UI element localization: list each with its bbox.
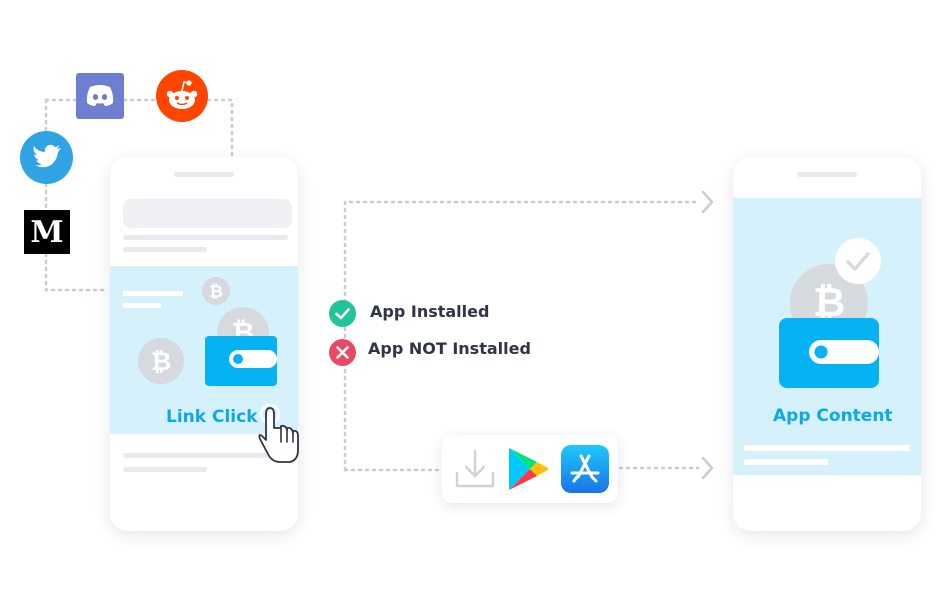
medium-icon[interactable]: M xyxy=(24,210,70,254)
hand-cursor-icon xyxy=(258,403,299,463)
google-play-icon[interactable] xyxy=(506,445,550,493)
wallet-icon xyxy=(779,318,879,388)
svg-text:₿: ₿ xyxy=(151,347,171,376)
text-line-placeholder xyxy=(123,303,161,308)
svg-text:₿: ₿ xyxy=(209,282,223,302)
wallet-icon xyxy=(205,336,277,386)
discord-icon[interactable] xyxy=(76,73,124,119)
bitcoin-icon: ₿ xyxy=(202,277,230,305)
twitter-icon[interactable] xyxy=(20,131,73,184)
installed-path xyxy=(343,200,700,472)
right-phone: ₿ App Content xyxy=(733,157,921,531)
bitcoin-icon: ₿ xyxy=(138,338,184,384)
check-circle-icon xyxy=(329,300,356,327)
search-bar-placeholder xyxy=(123,199,292,228)
medium-letter: M xyxy=(30,214,64,250)
app-content-screen[interactable]: ₿ App Content xyxy=(733,198,921,475)
social-connector xyxy=(44,98,110,292)
x-circle-icon xyxy=(329,339,356,366)
legend-installed: App Installed xyxy=(329,300,529,328)
phone-speaker xyxy=(797,172,857,177)
phone-speaker xyxy=(174,172,234,177)
check-circle-icon xyxy=(835,238,881,284)
link-click-label[interactable]: Link Click xyxy=(166,407,258,427)
text-line-placeholder xyxy=(123,453,275,458)
not-installed-label: App NOT Installed xyxy=(368,339,531,358)
app-store-icon[interactable] xyxy=(561,445,609,493)
text-line-placeholder xyxy=(123,467,207,472)
text-line-placeholder xyxy=(744,459,828,465)
app-content-label: App Content xyxy=(773,406,893,426)
text-line-placeholder xyxy=(123,235,288,240)
app-stores-card xyxy=(442,435,618,503)
text-line-placeholder xyxy=(744,445,910,451)
installed-label: App Installed xyxy=(370,302,490,321)
text-line-placeholder xyxy=(123,291,183,296)
legend-not-installed: App NOT Installed xyxy=(329,339,549,367)
text-line-placeholder xyxy=(123,247,207,252)
arrow-head-bottom xyxy=(701,456,714,480)
arrow-head-top xyxy=(701,190,714,214)
reddit-icon[interactable] xyxy=(156,70,208,122)
download-icon[interactable] xyxy=(454,448,496,490)
left-phone: ₿ ₿ ₿ Link Click xyxy=(110,157,298,531)
